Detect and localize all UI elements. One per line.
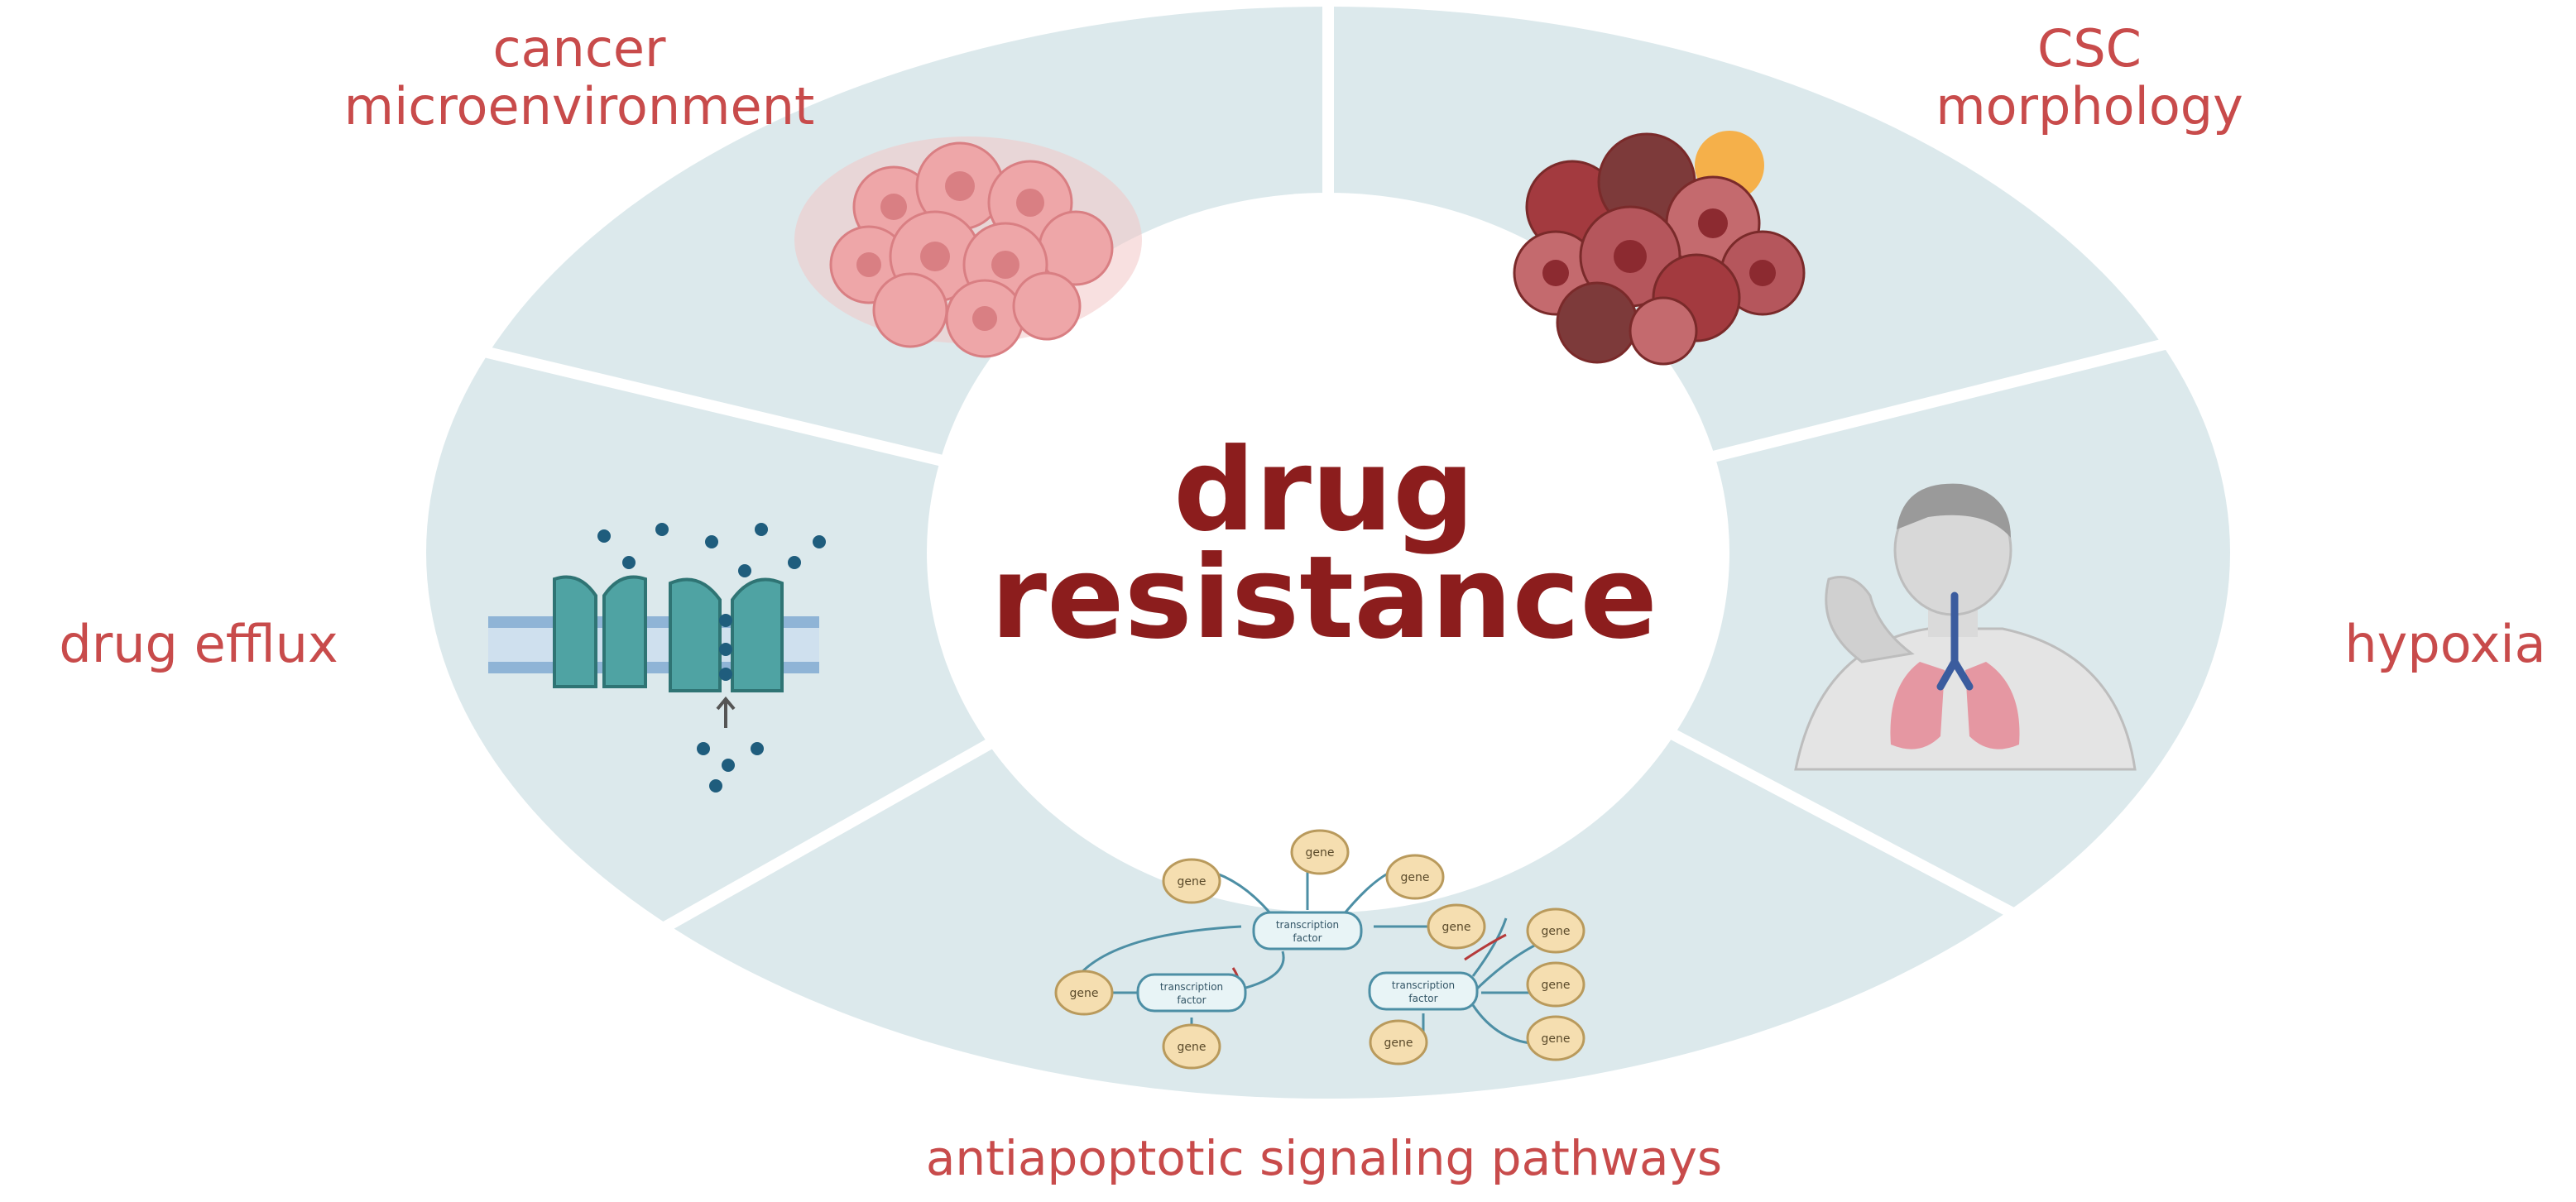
transcription-factor-node [1136, 973, 1247, 1013]
transcription-factor-label: transcription [1392, 979, 1455, 991]
cluster-nuclei [856, 171, 1044, 331]
gene-node [1526, 907, 1585, 954]
transcription-factor-node [1368, 971, 1479, 1011]
inhibition-edge [1464, 933, 1507, 961]
cell [1012, 271, 1082, 341]
gene-node [1369, 1019, 1428, 1066]
gene-label: gene [1442, 921, 1471, 934]
nucleus [1016, 189, 1044, 217]
cell [872, 272, 948, 348]
drug-dot [597, 529, 611, 543]
gene-node [1054, 970, 1114, 1016]
drug-dot [719, 643, 732, 656]
transcription-factor-node [1252, 911, 1363, 951]
gene-label: gene [1401, 871, 1430, 884]
transcription-factor-label: transcription [1276, 919, 1339, 931]
gene-node [1290, 829, 1350, 875]
center-label-line2: resistance [991, 531, 1657, 664]
drug-dot [722, 759, 735, 772]
trachea [1936, 591, 1974, 691]
nucleus [1698, 208, 1728, 238]
cell [1556, 281, 1638, 364]
gene-label: gene [1178, 1041, 1206, 1054]
drug-dot [622, 556, 636, 569]
drug-efflux-illustration [488, 523, 826, 793]
nucleus [856, 252, 881, 277]
segment-label-csc-morphology: CSC morphology [1936, 18, 2243, 136]
gene-node [1526, 961, 1585, 1008]
person-body [1794, 627, 2137, 771]
person-hair [1897, 483, 2011, 538]
gene-node [1385, 854, 1445, 900]
nucleus [945, 171, 975, 201]
drug-dot [751, 742, 764, 755]
drug-dot [719, 614, 732, 627]
drug-dot [738, 564, 751, 577]
segment-label-cancer-microenvironment: cancer microenvironment [344, 18, 815, 136]
nucleus [972, 306, 997, 331]
gene-label: gene [1542, 925, 1571, 938]
gene-node [1427, 903, 1486, 950]
drug-dot [705, 535, 718, 548]
drug-dot [813, 535, 826, 548]
gene-label: gene [1178, 875, 1206, 888]
pump-subunit [669, 577, 722, 692]
pump-subunit [602, 575, 647, 688]
nucleus [1542, 260, 1569, 286]
cell-cluster-illustration [794, 136, 1142, 358]
csc-tumor-illustration [1513, 131, 1806, 366]
drug-dot [655, 523, 669, 536]
drug-dot [719, 668, 732, 681]
drug-dot [788, 556, 801, 569]
nucleus [1749, 260, 1776, 286]
pump-subunit [731, 577, 784, 692]
nucleus [1614, 240, 1647, 273]
label-line: microenvironment [344, 76, 815, 136]
lung-left [1890, 662, 1945, 749]
segment-label-drug-efflux: drug efflux [59, 614, 338, 674]
tumor-cells [1513, 132, 1806, 366]
hypoxia-person-illustration [1794, 483, 2137, 771]
pump-subunit [553, 575, 597, 688]
label-line: cancer [492, 18, 666, 79]
segment-label-antiapoptotic-signaling-pathways: antiapoptotic signaling pathways [926, 1130, 1722, 1186]
network-edge [1471, 941, 1540, 994]
gene-label: gene [1384, 1037, 1413, 1050]
gene-label: gene [1542, 979, 1571, 992]
tumor-nuclei [1542, 208, 1776, 286]
cell [1629, 296, 1698, 366]
network-edge [1471, 917, 1508, 977]
center-circle [927, 193, 1729, 912]
center-label-line1: drug [1173, 424, 1475, 557]
gene-node [1526, 1015, 1585, 1061]
efflux-pump-right [669, 577, 784, 692]
gene-label: gene [1306, 846, 1335, 860]
transcription-factor-label: factor [1408, 993, 1437, 1004]
segment-label-hypoxia: hypoxia [2344, 614, 2545, 674]
gene-node [1162, 1023, 1221, 1070]
gene-node [1162, 858, 1221, 904]
cluster-cells [829, 141, 1114, 358]
person-arm [1825, 576, 1915, 663]
gene-network-illustration: transcriptionfactortranscriptionfactortr… [1054, 829, 1585, 1070]
drug-dot [709, 779, 722, 793]
nucleus [991, 251, 1019, 279]
drug-molecules [597, 523, 826, 793]
transcription-factor-label: factor [1177, 994, 1206, 1006]
label-line: morphology [1936, 76, 2243, 136]
drug-dot [697, 742, 710, 755]
gene-label: gene [1542, 1032, 1571, 1046]
nucleus [920, 242, 950, 271]
efflux-pump-left [553, 575, 647, 688]
gene-label: gene [1070, 987, 1099, 1000]
transcription-factor-label: factor [1293, 932, 1322, 944]
drug-dot [755, 523, 768, 536]
label-line: CSC [2037, 18, 2142, 79]
transcription-factor-label: transcription [1160, 981, 1223, 993]
efflux-arrow-icon [716, 696, 736, 728]
nucleus [880, 194, 907, 220]
lung-right [1965, 662, 2020, 749]
